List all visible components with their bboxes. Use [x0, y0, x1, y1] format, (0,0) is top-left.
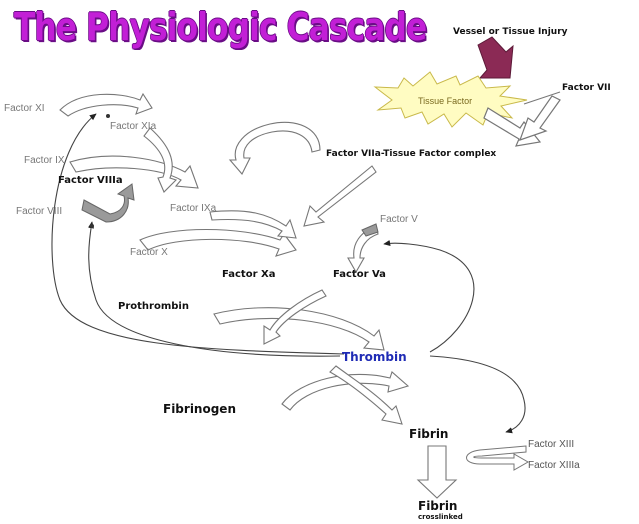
thrombin-feedback-viii: [89, 222, 340, 356]
factor-viiia-label: Factor VIIIa: [58, 176, 123, 186]
factor-xiiia-label: Factor XIIIa: [528, 461, 580, 471]
complex-loop-arrow: [230, 122, 320, 174]
prothrombin-to-thrombin-arrow: [214, 308, 384, 350]
dot-viii: [90, 224, 94, 228]
prothrombin-label: Prothrombin: [118, 302, 189, 312]
factor-ix-label: Factor IX: [24, 156, 65, 166]
fibrin-label: Fibrin: [409, 428, 448, 440]
vessel-injury-label: Vessel or Tissue Injury: [453, 28, 568, 37]
page-title: The Physiologic Cascade: [14, 8, 426, 46]
xiii-to-xiiia-arrow: [467, 446, 529, 470]
fibrin-crosslink-arrow: [418, 446, 456, 498]
complex-to-xa-arrow: [304, 166, 376, 226]
factor-xi-label: Factor XI: [4, 104, 45, 114]
tissue-factor-label: Tissue Factor: [418, 97, 472, 106]
thrombin-feedback-v: [384, 243, 474, 352]
factor-xia-label: Factor XIa: [110, 122, 156, 132]
factor-vii-label: Factor VII: [562, 84, 611, 93]
crosslinked-label: crosslinked: [418, 514, 463, 521]
factor-v-label: Factor V: [380, 215, 418, 225]
factor-viia-tf-complex-label: Factor VIIa-Tissue Factor complex: [326, 150, 496, 159]
viii-to-viiia-arrow: [82, 184, 134, 222]
factor-ixa-label: Factor IXa: [170, 204, 216, 214]
dot-xi: [106, 114, 110, 118]
fibrinogen-label: Fibrinogen: [163, 403, 236, 415]
thrombin-to-xiii-line: [430, 356, 525, 432]
factor-vii-arrow: [520, 96, 560, 140]
factor-xiii-label: Factor XIII: [528, 440, 574, 450]
factor-x-label: Factor X: [130, 248, 168, 258]
factor-xa-label: Factor Xa: [222, 270, 275, 280]
thrombin-label: Thrombin: [342, 351, 407, 363]
factor-viii-label: Factor VIII: [16, 207, 62, 217]
factor-va-label: Factor Va: [333, 270, 386, 280]
down-arrow-icon: [478, 37, 513, 78]
xi-to-xia-arrow: [60, 94, 152, 116]
fibrin-crosslinked-label: Fibrin: [418, 500, 457, 512]
